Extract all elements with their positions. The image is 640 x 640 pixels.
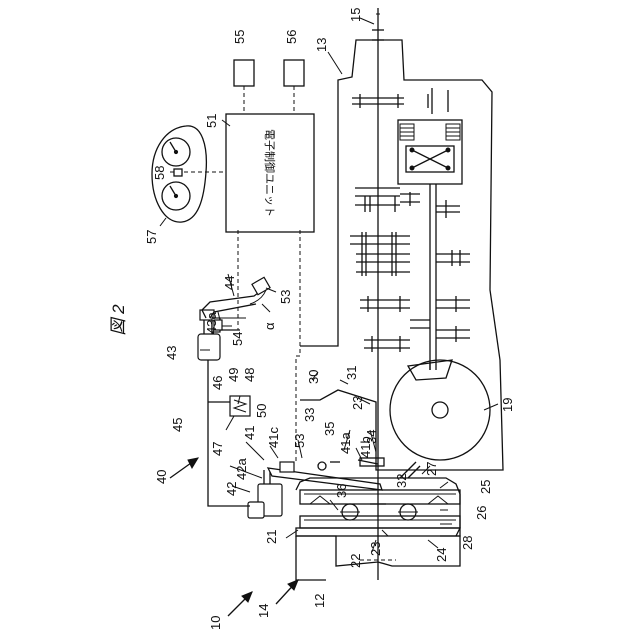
label-24: 24 (434, 548, 449, 562)
label-40: 40 (154, 470, 169, 484)
label-58: 58 (152, 166, 167, 180)
electronic-control-unit-51 (184, 86, 314, 232)
label-41a: 41a (338, 432, 353, 454)
label-30: 30 (306, 370, 321, 384)
label-13: 13 (314, 38, 329, 52)
label-22: 22 (348, 554, 363, 568)
label-alpha: α (262, 322, 277, 330)
label-41c: 41c (266, 427, 281, 448)
label-23-lower: 23 (368, 542, 383, 556)
label-55: 55 (232, 30, 247, 44)
label-53-fork: 53 (292, 434, 307, 448)
label-10: 10 (208, 616, 223, 630)
accumulator-47 (230, 396, 250, 416)
label-41: 41 (242, 426, 257, 440)
block-56 (284, 60, 304, 86)
label-48: 48 (242, 368, 257, 382)
label-54: 54 (230, 332, 245, 346)
label-32: 32 (394, 474, 409, 488)
label-49: 49 (226, 368, 241, 382)
middle-gear-set (350, 188, 420, 352)
right-gear-set (410, 200, 470, 342)
label-12: 12 (312, 594, 327, 608)
label-43a: 43a (204, 312, 219, 334)
label-46: 46 (210, 376, 225, 390)
upper-gear-set (352, 88, 448, 114)
label-35: 35 (322, 422, 337, 436)
label-33: 33 (302, 408, 317, 422)
label-51: 51 (204, 114, 219, 128)
block-55 (234, 60, 254, 86)
label-43: 43 (164, 346, 179, 360)
label-56: 56 (284, 30, 299, 44)
label-53-pedal: 53 (278, 290, 293, 304)
figure-caption: 図 2 (109, 304, 128, 336)
label-19: 19 (500, 398, 515, 412)
differential (398, 120, 462, 184)
label-42: 42 (224, 482, 239, 496)
release-fork-41 (268, 458, 384, 490)
label-36: 36 (334, 484, 349, 498)
label-14: 14 (256, 604, 271, 618)
label-28: 28 (460, 536, 475, 550)
label-25: 25 (478, 480, 493, 494)
final-drive-gear-19 (390, 360, 490, 460)
ecu-label-group: 電子制御ユニット (263, 129, 277, 217)
label-31: 31 (344, 366, 359, 380)
label-45: 45 (170, 418, 185, 432)
label-26: 26 (474, 506, 489, 520)
label-27: 27 (424, 462, 439, 476)
label-47: 47 (210, 442, 225, 456)
label-41b: 41b (358, 436, 373, 458)
caption-group: 図 2 (109, 304, 128, 336)
label-50: 50 (254, 404, 269, 418)
label-15: 15 (348, 8, 363, 22)
counter-shaft (430, 184, 436, 370)
leader-lines (160, 18, 498, 552)
label-44: 44 (222, 276, 237, 290)
label-21: 21 (264, 530, 279, 544)
label-42a: 42a (234, 458, 249, 480)
ecu-text: 電子制御ユニット (263, 129, 277, 217)
label-57: 57 (144, 230, 159, 244)
label-23-upper: 23 (350, 396, 365, 410)
